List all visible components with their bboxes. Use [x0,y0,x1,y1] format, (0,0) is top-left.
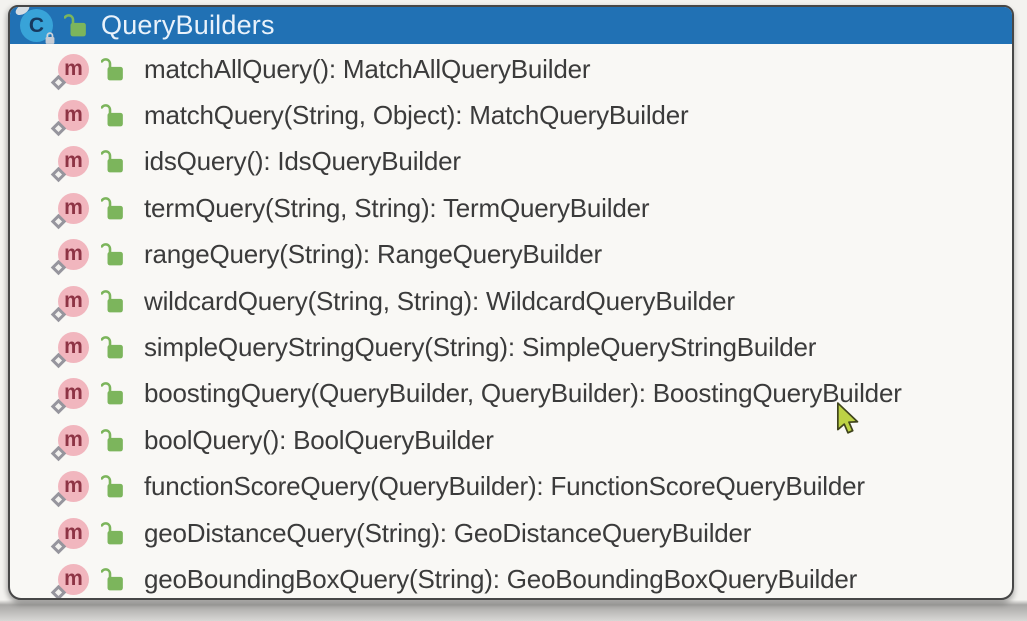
class-icon-letter: C [28,14,45,37]
class-lock-icon [43,31,57,45]
method-icon: m [50,424,89,462]
mouse-cursor [836,402,859,434]
method-signature: rangeQuery(String): RangeQueryBuilder [144,239,602,270]
method-icon: m [50,146,89,183]
method-row[interactable]: m rangeQuery(String): RangeQueryBuilder [10,232,1012,278]
method-letter: m [64,427,83,451]
unlocked-visibility-icon [101,381,124,406]
method-row[interactable]: m termQuery(String, String): TermQueryBu… [10,185,1012,231]
method-row[interactable]: m simpleQueryStringQuery(String): Simple… [10,324,1012,370]
method-icon: m [50,378,89,415]
unlocked-visibility-icon [101,57,124,82]
method-signature: boolQuery(): BoolQueryBuilder [144,424,494,455]
method-row[interactable]: m boostingQuery(QueryBuilder, QueryBuild… [10,371,1012,417]
method-row[interactable]: m geoBoundingBoxQuery(String): GeoBoundi… [10,556,1012,598]
method-letter: m [64,103,83,127]
method-letter: m [64,520,83,544]
method-icon: m [50,563,89,598]
method-letter: m [64,242,83,266]
unlocked-visibility-icon [101,474,124,499]
method-signature: matchAllQuery(): MatchAllQueryBuilder [144,53,591,84]
method-signature: matchQuery(String, Object): MatchQueryBu… [144,100,689,131]
method-icon: m [50,100,89,137]
method-row[interactable]: m matchAllQuery(): MatchAllQueryBuilder [10,46,1012,92]
method-letter: m [64,381,83,405]
method-icon: m [50,471,89,508]
method-list: m matchAllQuery(): MatchAllQueryBuilder … [10,44,1012,598]
unlocked-visibility-icon [101,149,124,174]
method-letter: m [64,335,83,359]
method-letter: m [64,566,83,590]
method-signature: boostingQuery(QueryBuilder, QueryBuilder… [144,378,902,409]
unlocked-visibility-icon [101,521,124,546]
unlocked-visibility-icon [64,13,87,38]
method-signature: simpleQueryStringQuery(String): SimpleQu… [144,332,817,363]
method-icon: m [50,332,89,369]
method-icon: m [50,517,89,554]
method-row[interactable]: m functionScoreQuery(QueryBuilder): Func… [10,464,1012,510]
method-row[interactable]: m boolQuery(): BoolQueryBuilder [10,417,1012,463]
method-row[interactable]: m idsQuery(): IdsQueryBuilder [10,139,1012,185]
method-row[interactable]: m geoDistanceQuery(String): GeoDistanceQ… [10,510,1012,556]
method-icon: m [50,285,89,322]
unlocked-visibility-icon [101,335,124,360]
unlocked-visibility-icon [101,103,124,128]
unlocked-visibility-icon [101,196,124,221]
method-letter: m [64,474,83,498]
method-signature: wildcardQuery(String, String): WildcardQ… [144,285,735,316]
popup-header[interactable]: C QueryBuilders [10,7,1012,44]
method-letter: m [64,56,83,80]
method-icon: m [50,239,89,276]
class-icon: C [13,7,53,42]
method-signature: idsQuery(): IdsQueryBuilder [144,146,461,177]
unlocked-visibility-icon [101,289,124,314]
unlocked-visibility-icon [101,567,124,592]
method-row[interactable]: m matchQuery(String, Object): MatchQuery… [10,92,1012,138]
method-icon: m [50,53,89,90]
popup-title: QueryBuilders [101,10,275,40]
unlocked-visibility-icon [101,428,124,453]
querybuilders-popup: C QueryBuilders m matchAllQuery(): Match… [8,5,1014,600]
method-signature: functionScoreQuery(QueryBuilder): Functi… [144,471,865,502]
method-row[interactable]: m wildcardQuery(String, String): Wildcar… [10,278,1012,324]
method-signature: geoBoundingBoxQuery(String): GeoBounding… [144,563,858,594]
method-letter: m [64,195,83,219]
method-icon: m [50,192,89,230]
method-signature: geoDistanceQuery(String): GeoDistanceQue… [144,517,752,548]
method-letter: m [64,149,83,173]
method-letter: m [64,288,83,312]
method-signature: termQuery(String, String): TermQueryBuil… [144,192,650,223]
unlocked-visibility-icon [101,242,124,267]
